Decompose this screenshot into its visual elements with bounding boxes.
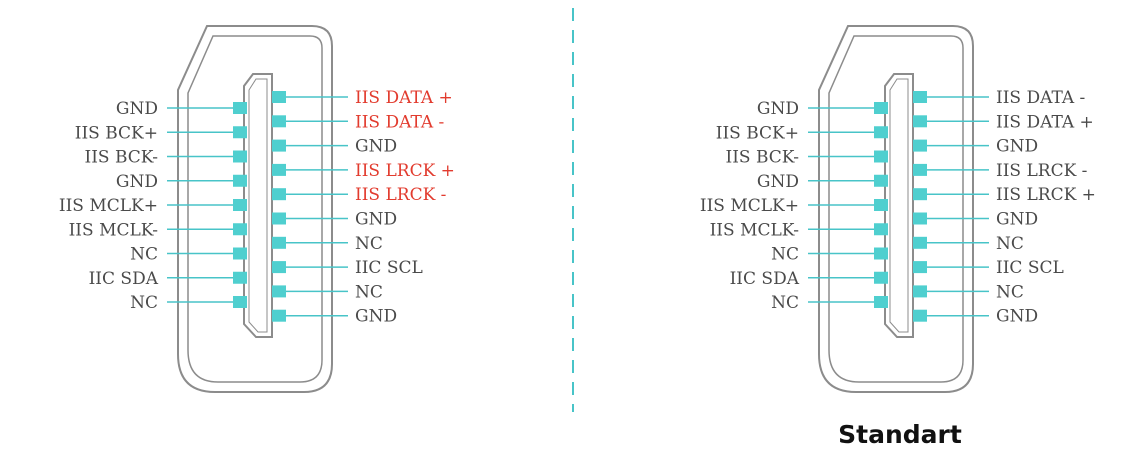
connector-standard-right-pin-label: IIS LRCK + xyxy=(996,185,1096,205)
connector-standard-left-pin-label: NC xyxy=(771,293,799,313)
connector-custom-right-pin xyxy=(272,261,286,274)
connector-standard-right-pin-label: GND xyxy=(996,137,1038,157)
connector-standard-right-pin-label: IIC SCL xyxy=(996,258,1064,278)
connector-standard-left-pin xyxy=(874,174,888,187)
connector-custom-left-pin xyxy=(233,199,247,211)
connector-standard-right-pin xyxy=(913,236,927,249)
connector-standard-right-pin-label: NC xyxy=(996,282,1024,302)
connector-standard-shell-outer xyxy=(818,25,974,393)
connector-standard-right-pin xyxy=(913,212,927,225)
connector-standard-left-pin-label: IIS MCLK- xyxy=(710,220,799,240)
connector-standard-right-pin xyxy=(913,309,927,322)
connector-standard-left-pin-label: IIS BCK- xyxy=(725,148,799,168)
connector-standard-left-pin xyxy=(874,102,888,114)
connector-custom-left-pin xyxy=(233,223,247,236)
connector-custom-right-pin-label: GND xyxy=(355,210,397,230)
connector-standard-left-pin-label: GND xyxy=(757,172,799,192)
connector-custom-left-pin-label: GND xyxy=(116,99,158,119)
connector-custom-left-pin xyxy=(233,174,247,187)
connector-custom-right-pin-label: NC xyxy=(355,234,383,254)
connector-custom-right-pin-label: IIS DATA - xyxy=(355,112,444,132)
connector-standard-left-pin xyxy=(874,271,888,284)
connector-standard-right-pin xyxy=(913,188,927,201)
connector-standard-right-pin-label: IIS LRCK - xyxy=(996,161,1087,181)
connector-custom-right-pin xyxy=(272,91,286,103)
connector-standard-left-pin xyxy=(874,223,888,236)
connector-standard-right-pin-label: IIS DATA - xyxy=(996,88,1085,108)
connector-custom-right-pin xyxy=(272,236,286,249)
connector-standard-right-pin-label: GND xyxy=(996,307,1038,327)
standard-caption: Standart xyxy=(838,420,962,449)
connector-custom-right-pin-label: IIS DATA + xyxy=(355,88,453,108)
connector-custom-right-pin xyxy=(272,163,286,176)
connector-standard-right-pin xyxy=(913,91,927,103)
connector-custom-right-pin xyxy=(272,309,286,322)
connector-standard-tongue-inner xyxy=(889,78,909,333)
connector-custom-right-pin-label: IIS LRCK + xyxy=(355,161,455,181)
connector-custom-shell-inner xyxy=(187,35,323,383)
connector-custom-right-pin xyxy=(272,115,286,128)
connector-standard-tongue-outer xyxy=(884,73,914,338)
connector-custom-left-pin xyxy=(233,247,247,260)
connector-custom-shell-outer xyxy=(177,25,333,393)
connector-custom-right-pin-label: GND xyxy=(355,137,397,157)
connector-standard-right-pin xyxy=(913,163,927,176)
connector-custom-left-pin-label: NC xyxy=(130,293,158,313)
connector-custom-left-pin-label: IIS BCK+ xyxy=(75,123,158,143)
connector-custom-left-pin-label: NC xyxy=(130,245,158,265)
connector-custom-right-pin xyxy=(272,139,286,152)
connector-standard-left-pin-label: IIS MCLK+ xyxy=(700,196,799,216)
connector-standard-left-pin xyxy=(874,247,888,260)
connector-custom-right-pin xyxy=(272,212,286,225)
connector-custom-left-pin-label: GND xyxy=(116,172,158,192)
connector-standard-right-pin xyxy=(913,139,927,152)
connector-custom-right-pin-label: IIC SCL xyxy=(355,258,423,278)
connector-standard-left-pin xyxy=(874,126,888,139)
connector-custom-tongue-inner xyxy=(248,78,268,333)
connector-standard-left-pin-label: GND xyxy=(757,99,799,119)
connector-custom-right-pin-label: GND xyxy=(355,307,397,327)
connector-custom-right-pin xyxy=(272,285,286,298)
connector-custom-left-pin xyxy=(233,102,247,114)
connector-standard-right-pin-label: NC xyxy=(996,234,1024,254)
connector-custom-right-pin-label: NC xyxy=(355,282,383,302)
connector-custom-left-pin-label: IIS MCLK- xyxy=(69,220,158,240)
connector-standard-left-pin-label: NC xyxy=(771,245,799,265)
connector-standard-right-pin xyxy=(913,115,927,128)
connector-custom-left-pin xyxy=(233,150,247,163)
connector-custom-left-pin-label: IIS BCK- xyxy=(84,148,158,168)
connector-custom-right-pin-label: IIS LRCK - xyxy=(355,185,446,205)
connector-standard-right-pin xyxy=(913,285,927,298)
connector-custom-left-pin xyxy=(233,271,247,284)
connector-standard-shell-inner xyxy=(828,35,964,383)
connector-custom-tongue-outer xyxy=(243,73,273,338)
connector-standard-left-pin-label: IIS BCK+ xyxy=(716,123,799,143)
connector-standard-left-pin xyxy=(874,199,888,211)
connector-custom-right-pin xyxy=(272,188,286,201)
connector-standard-left-pin-label: IIC SDA xyxy=(730,269,800,289)
connector-standard-right-pin xyxy=(913,261,927,274)
connector-custom-left-pin xyxy=(233,296,247,308)
connector-standard-left-pin xyxy=(874,296,888,308)
connector-custom-left-pin xyxy=(233,126,247,139)
connector-standard-right-pin-label: GND xyxy=(996,210,1038,230)
connector-custom-left-pin-label: IIC SDA xyxy=(89,269,159,289)
connector-standard-right-pin-label: IIS DATA + xyxy=(996,112,1094,132)
connector-standard-left-pin xyxy=(874,150,888,163)
connector-custom-left-pin-label: IIS MCLK+ xyxy=(59,196,158,216)
